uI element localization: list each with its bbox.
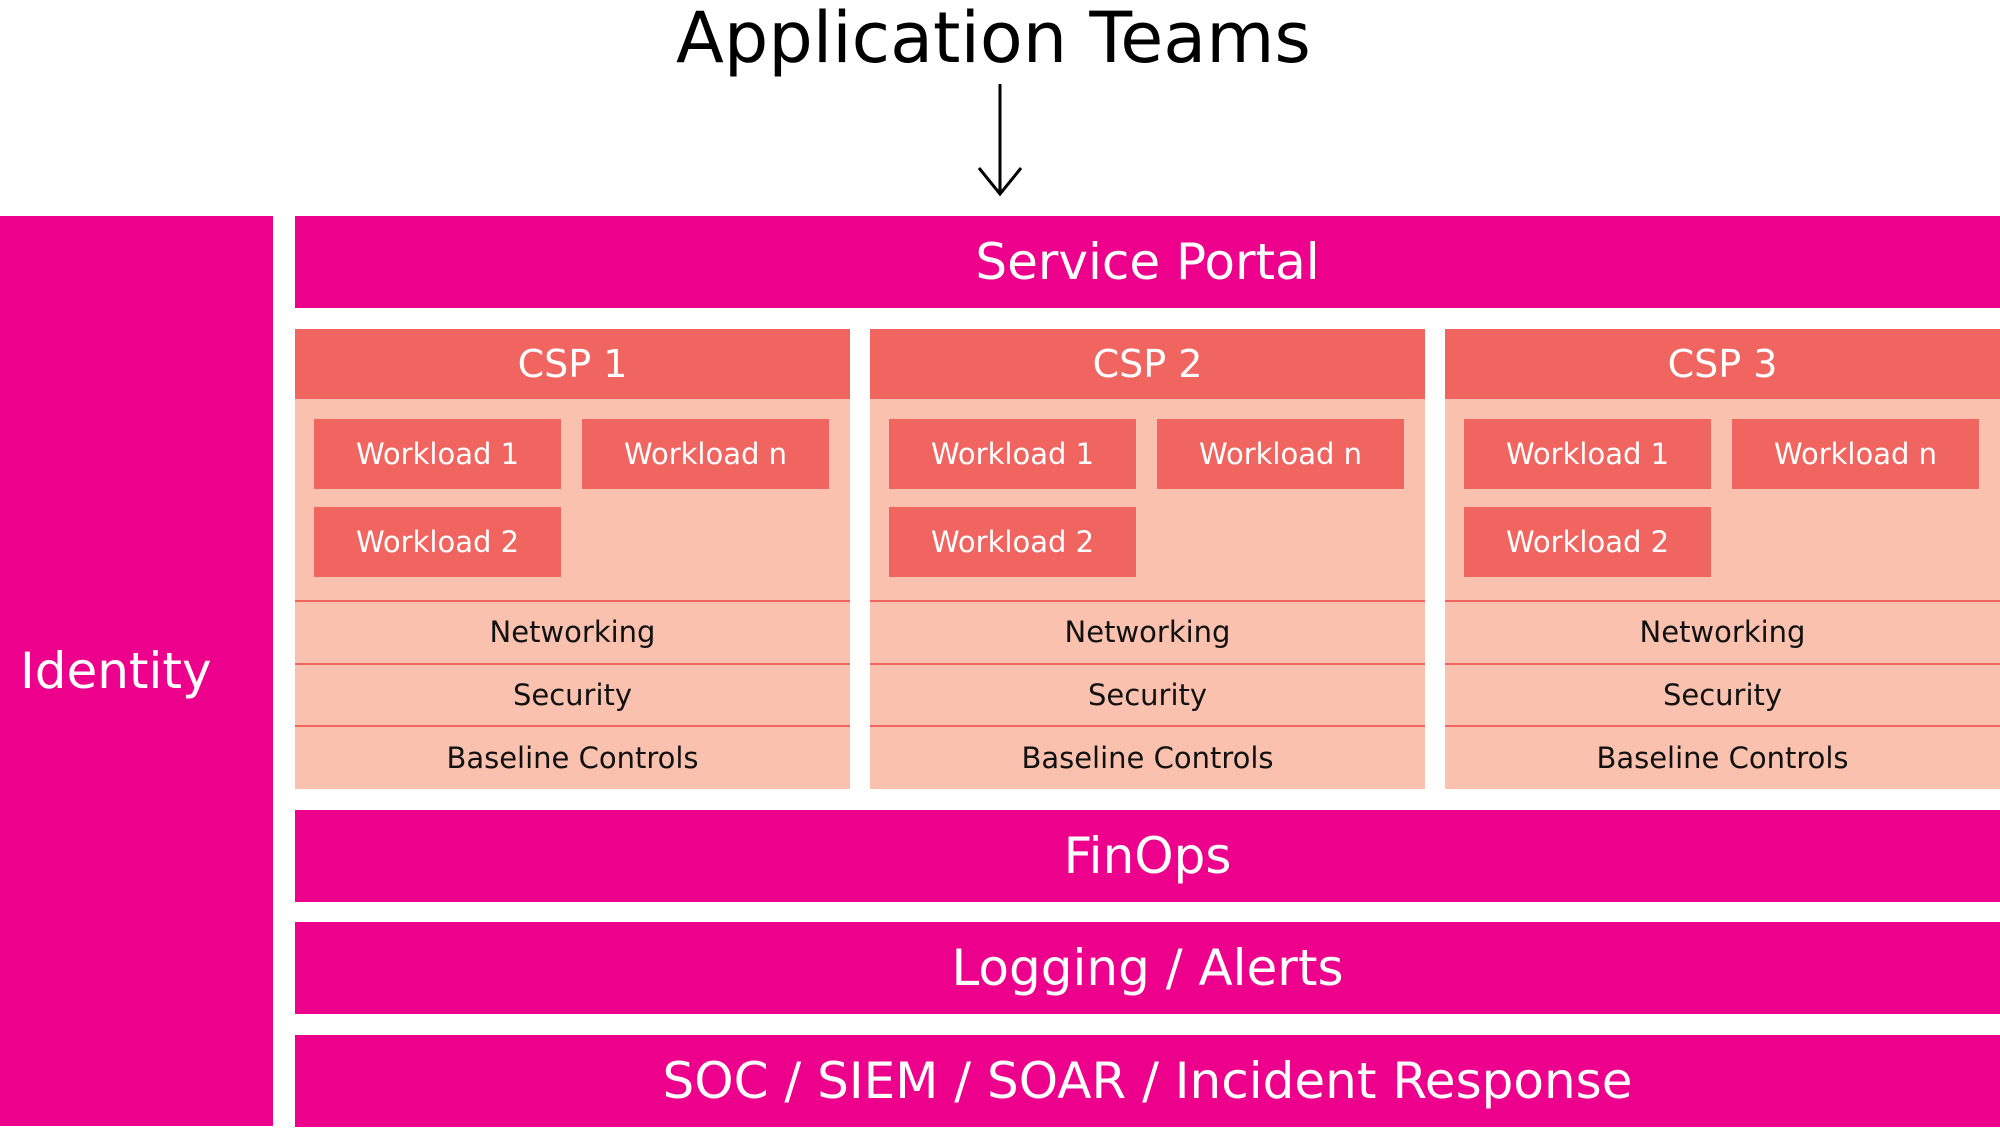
csp-card: CSP 2 Workload 1 Workload n Workload 2 N… (870, 329, 1425, 789)
workload-box: Workload 1 (314, 419, 561, 489)
workload-box: Workload 2 (889, 507, 1136, 577)
soc-layer: SOC / SIEM / SOAR / Incident Response (295, 1035, 2000, 1127)
baseline-controls-layer: Baseline Controls (1445, 725, 2000, 789)
workload-box: Workload n (582, 419, 829, 489)
identity-layer: Identity (0, 216, 273, 1126)
service-portal-label: Service Portal (975, 233, 1320, 291)
diagram-title: Application Teams (0, 0, 2000, 80)
service-portal-layer: Service Portal (295, 216, 2000, 308)
security-layer: Security (870, 663, 1425, 725)
security-layer: Security (1445, 663, 2000, 725)
workload-box: Workload n (1732, 419, 1979, 489)
arrow-down-icon (977, 84, 1023, 197)
csp-title: CSP 1 (295, 329, 850, 399)
workload-box: Workload 1 (1464, 419, 1711, 489)
csp-card: CSP 3 Workload 1 Workload n Workload 2 N… (1445, 329, 2000, 789)
csp-title: CSP 3 (1445, 329, 2000, 399)
networking-layer: Networking (295, 600, 850, 662)
baseline-controls-layer: Baseline Controls (295, 725, 850, 789)
finops-label: FinOps (1063, 827, 1232, 885)
workload-box: Workload 2 (1464, 507, 1711, 577)
identity-label: Identity (20, 642, 212, 700)
csp-card: CSP 1 Workload 1 Workload n Workload 2 N… (295, 329, 850, 789)
workload-box: Workload 2 (314, 507, 561, 577)
networking-layer: Networking (870, 600, 1425, 662)
csp-title: CSP 2 (870, 329, 1425, 399)
networking-layer: Networking (1445, 600, 2000, 662)
logging-alerts-layer: Logging / Alerts (295, 922, 2000, 1014)
workload-box: Workload n (1157, 419, 1404, 489)
finops-layer: FinOps (295, 810, 2000, 902)
baseline-controls-layer: Baseline Controls (870, 725, 1425, 789)
logging-label: Logging / Alerts (951, 939, 1344, 997)
title-text: Application Teams (676, 0, 1311, 79)
soc-label: SOC / SIEM / SOAR / Incident Response (662, 1052, 1633, 1110)
workload-box: Workload 1 (889, 419, 1136, 489)
security-layer: Security (295, 663, 850, 725)
